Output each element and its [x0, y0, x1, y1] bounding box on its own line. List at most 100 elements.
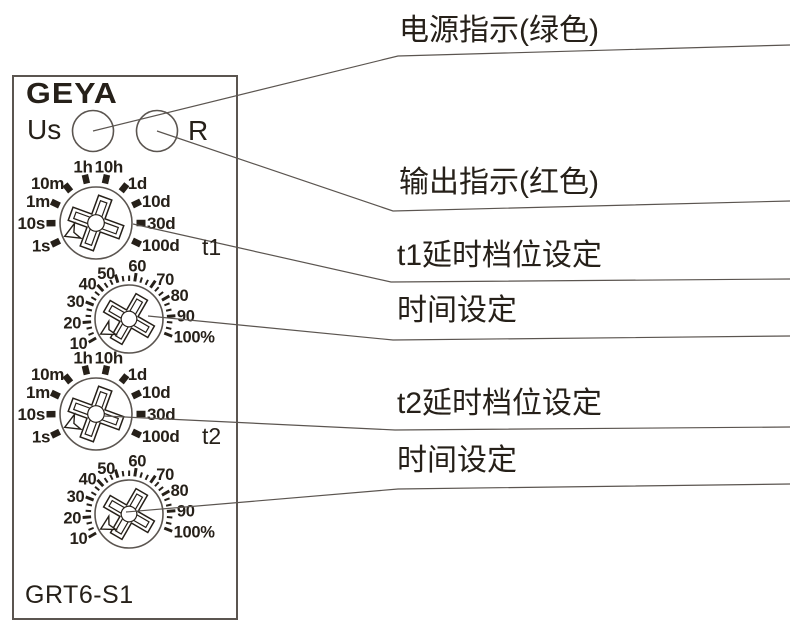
t2-time-dial-scale-70: 70 [156, 466, 174, 484]
t2-time-dial-knob[interactable] [94, 479, 164, 549]
t1-time-dial-scale-20: 20 [63, 314, 81, 332]
dial-tick [49, 389, 61, 400]
dial-minor-tick [121, 470, 125, 477]
dial-minor-tick [103, 282, 109, 289]
dial-minor-tick [121, 275, 125, 282]
dial-minor-tick [90, 491, 97, 496]
t1-range-dial-scale-1h: 1h [73, 157, 92, 176]
dial-minor-tick [109, 279, 114, 286]
knob-cross [67, 385, 125, 443]
dial-minor-tick [166, 516, 173, 519]
dial-tick [136, 410, 146, 418]
t2-range-dial-scale-1h: 1h [73, 348, 92, 367]
annotation-t2-range-setting: t2延时档位设定 [397, 387, 603, 420]
power-led [71, 109, 115, 153]
dial-tick [50, 237, 62, 248]
dial-tick [96, 283, 105, 293]
dial-minor-tick [128, 470, 131, 477]
t1-range-dial-scale-100d: 100d [142, 236, 180, 255]
dial-tick [82, 515, 92, 519]
dial-minor-tick [103, 477, 109, 484]
t1-section-label: t1 [202, 234, 222, 260]
t1-time-dial-scale-90: 90 [177, 307, 195, 325]
t2-time-dial-scale-50: 50 [97, 460, 115, 478]
t2-range-dial-scale-1d: 1d [128, 365, 147, 384]
model-label: GRT6-S1 [25, 581, 134, 609]
device-panel [12, 75, 238, 620]
dial-tick [161, 294, 171, 302]
dial-tick [113, 469, 120, 479]
leader-t2-time-setting [125, 483, 790, 513]
t1-time-dial-scale-70: 70 [156, 271, 174, 289]
annotation-output-indicator: 输出指示(红色) [399, 166, 599, 199]
dial-tick [133, 467, 138, 477]
t2-time-dial-scale-60: 60 [128, 452, 146, 470]
dial-minor-tick [94, 486, 100, 492]
annotation-power-indicator: 电源指示(绿色) [399, 14, 599, 47]
t2-range-dial-scale-10m: 10m [31, 365, 64, 384]
annotation-t1-time-setting: 时间设定 [397, 294, 517, 327]
power-led-label: Us [27, 114, 62, 145]
dial-minor-tick [86, 521, 93, 525]
t2-time-dial-scale-90: 90 [177, 502, 195, 520]
knob-pointer-arrow [63, 412, 83, 431]
dial-minor-tick [158, 291, 164, 297]
dial-tick [131, 389, 142, 400]
output-led [135, 109, 179, 153]
dial-tick [62, 373, 74, 385]
t1-time-dial-scale-10: 10 [70, 335, 88, 353]
dial-minor-tick [158, 486, 164, 492]
dial-tick [87, 531, 97, 539]
dial-tick [82, 320, 92, 324]
dial-tick [131, 237, 142, 248]
t1-time-dial-scale-60: 60 [128, 257, 146, 275]
dial-minor-tick [88, 526, 94, 531]
dial-tick [118, 373, 130, 385]
leader-t2-range-setting [103, 415, 790, 431]
dial-minor-tick [165, 308, 172, 312]
dial-minor-tick [139, 277, 143, 284]
dial-minor-tick [144, 279, 149, 286]
knob-cross [102, 292, 156, 346]
dial-tick [166, 314, 176, 318]
t1-time-dial-scale-80: 80 [171, 287, 189, 305]
t1-range-dial-scale-10h: 10h [95, 157, 123, 176]
t1-range-dial-scale-1m: 1m [26, 192, 50, 211]
dial-minor-tick [86, 326, 93, 330]
t2-range-dial-scale-1m: 1m [26, 383, 50, 402]
dial-minor-tick [154, 286, 160, 292]
t1-time-dial-scale-100%: 100% [174, 329, 216, 347]
dial-tick [46, 219, 56, 227]
t1-time-dial-knob[interactable] [94, 284, 164, 354]
dial-tick [81, 174, 91, 185]
t1-range-dial-knob[interactable] [59, 186, 133, 260]
knob-cross [102, 487, 156, 541]
dial-tick [87, 336, 97, 344]
dial-tick [163, 526, 173, 533]
dial-minor-tick [164, 497, 170, 502]
t1-range-dial-scale-1d: 1d [128, 174, 147, 193]
t2-range-dial-knob[interactable] [59, 377, 133, 451]
t2-range-dial-scale-10s: 10s [18, 405, 45, 424]
t1-time-dial-scale-30: 30 [67, 293, 85, 311]
dial-minor-tick [164, 302, 170, 307]
dial-tick [50, 428, 62, 439]
output-led-label: R [188, 115, 209, 146]
dial-minor-tick [85, 314, 92, 318]
t1-range-dial-scale-10m: 10m [31, 174, 64, 193]
dial-minor-tick [109, 474, 114, 481]
t2-time-dial-scale-20: 20 [63, 509, 81, 527]
annotation-t1-range-setting: t1延时档位设定 [397, 239, 603, 272]
dial-tick [133, 272, 138, 282]
t2-range-dial-scale-30d: 30d [147, 405, 175, 424]
dial-minor-tick [90, 296, 97, 301]
leader-t1-time-setting [147, 315, 790, 341]
dial-minor-tick [128, 275, 131, 282]
t2-range-dial-scale-10h: 10h [95, 348, 123, 367]
dial-tick [131, 198, 142, 209]
t2-time-dial-scale-10: 10 [70, 530, 88, 548]
annotation-t2-time-setting: 时间设定 [397, 444, 517, 477]
